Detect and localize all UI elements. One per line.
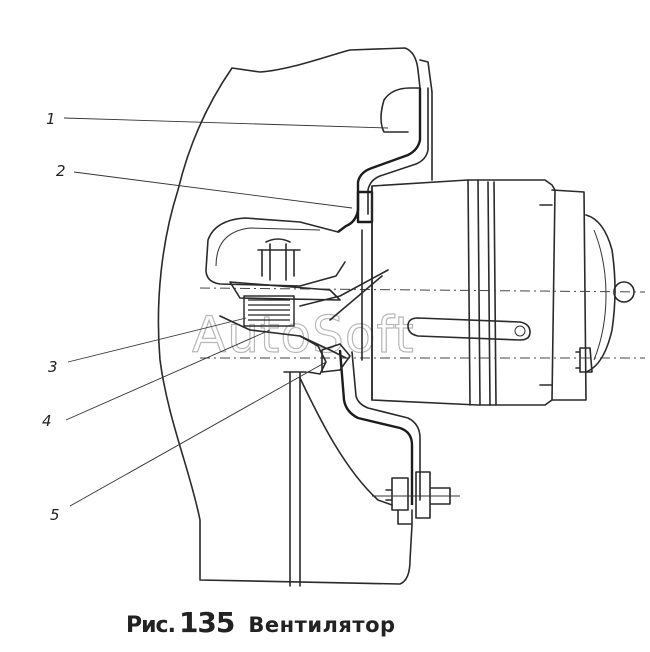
shaft-axis bbox=[199, 287, 646, 293]
motor-lower-screw bbox=[575, 347, 593, 373]
brush-holder-pin bbox=[514, 325, 526, 337]
callout-1: 1 bbox=[46, 110, 56, 128]
mounting-post bbox=[283, 371, 307, 587]
motor-cap-step bbox=[539, 204, 553, 386]
lower-bracket bbox=[338, 349, 414, 505]
leader-lines bbox=[63, 117, 389, 507]
motor-flange bbox=[361, 185, 373, 401]
switch-base bbox=[229, 281, 341, 301]
motor-end-cap bbox=[551, 189, 587, 401]
motor-band-2 bbox=[487, 181, 497, 406]
caption-number: 135 bbox=[178, 606, 235, 639]
gear-casing-inner bbox=[215, 227, 321, 267]
caption-prefix: Рис. bbox=[126, 613, 176, 638]
housing-top-right bbox=[419, 59, 433, 181]
figure-caption: Рис.135 Вентилятор bbox=[126, 606, 396, 639]
callout-4: 4 bbox=[42, 412, 52, 430]
bracket-flange bbox=[380, 87, 421, 133]
hatched-insulator bbox=[243, 295, 295, 327]
upper-bracket-inner bbox=[367, 87, 429, 215]
callout-3: 3 bbox=[48, 358, 58, 376]
lower-bracket-inner bbox=[351, 351, 421, 501]
switch-column bbox=[261, 243, 295, 281]
brush-holder bbox=[407, 317, 531, 341]
motor-band-1 bbox=[467, 179, 481, 406]
callout-2: 2 bbox=[56, 162, 66, 180]
mounting-bolt bbox=[385, 471, 451, 519]
seal-clip bbox=[321, 343, 351, 373]
gasket bbox=[356, 190, 374, 224]
housing-outline bbox=[157, 47, 421, 585]
motor-body bbox=[371, 179, 556, 406]
upper-bracket bbox=[337, 88, 422, 233]
switch-cap bbox=[257, 238, 301, 251]
gear-casing bbox=[205, 217, 346, 287]
callout-5: 5 bbox=[50, 506, 60, 524]
bolt-nut bbox=[397, 509, 413, 525]
housing-lower-curve bbox=[299, 377, 393, 506]
fan-hub-lines bbox=[593, 229, 607, 361]
watermark: AutoSoft bbox=[192, 306, 415, 364]
caption-title: Вентилятор bbox=[248, 613, 396, 637]
